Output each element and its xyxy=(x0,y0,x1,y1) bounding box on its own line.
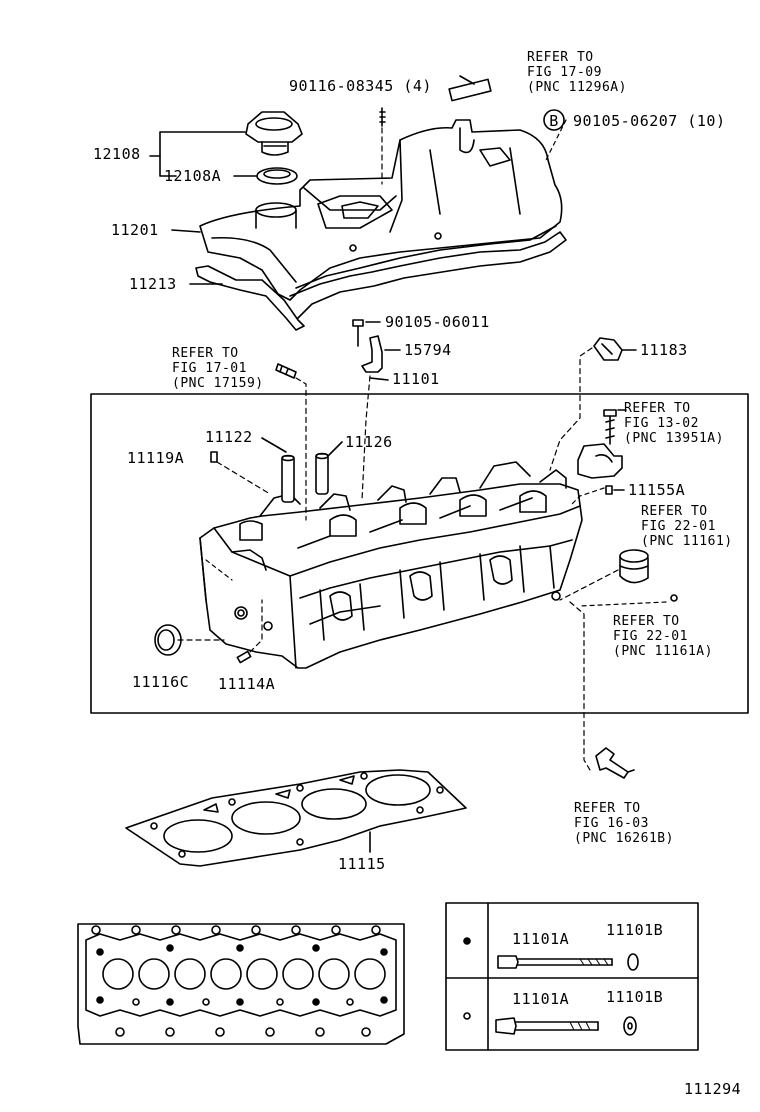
part-11116C[interactable]: 11116C xyxy=(132,673,190,691)
cylinder-head-frame xyxy=(90,393,749,714)
valve-cover-stud xyxy=(379,107,386,127)
temperature-sensor xyxy=(595,747,635,779)
part-11101[interactable]: 11101 xyxy=(392,370,440,388)
cylinder-head xyxy=(199,461,583,669)
expansion-plug xyxy=(154,624,182,656)
cylinder-head-gasket xyxy=(125,769,467,867)
cover-label-plate xyxy=(448,78,492,102)
part-12108[interactable]: 12108 xyxy=(93,145,141,163)
bearing-cap-bolt xyxy=(603,409,617,445)
legend-washer-2[interactable]: 11101B xyxy=(606,988,664,1006)
bolt-legend-table xyxy=(445,902,699,1051)
part-11183[interactable]: 11183 xyxy=(640,341,688,359)
figure-id: 111294 xyxy=(684,1080,742,1098)
part-11213[interactable]: 11213 xyxy=(129,275,177,293)
legend-bolt-1[interactable]: 11101A xyxy=(512,930,570,948)
part-90105-06011[interactable]: 90105-06011 xyxy=(385,313,490,331)
camshaft-bearing-cap xyxy=(577,443,623,479)
ring-pin-11122 xyxy=(281,454,295,503)
small-plug xyxy=(670,594,678,602)
camshaft-pin xyxy=(605,485,613,495)
part-90116-08345[interactable]: 90116-08345 (4) xyxy=(289,77,432,95)
knock-pin xyxy=(210,451,218,463)
part-11122[interactable]: 11122 xyxy=(205,428,253,446)
filler-cap-gasket xyxy=(256,167,298,185)
manifold-stud xyxy=(275,363,297,379)
part-11126[interactable]: 11126 xyxy=(345,433,393,451)
part-15794[interactable]: 15794 xyxy=(404,341,452,359)
cylinder-head-top-view xyxy=(77,923,405,1045)
oil-filler-cap xyxy=(245,111,303,156)
valve-cover xyxy=(199,119,563,301)
part-90105-06207[interactable]: 90105-06207 (10) xyxy=(573,112,726,130)
part-11201[interactable]: 11201 xyxy=(111,221,159,239)
part-11115[interactable]: 11115 xyxy=(338,855,386,873)
part-11114A[interactable]: 11114A xyxy=(218,675,276,693)
b-marker-circle xyxy=(543,109,565,131)
b-marker: B xyxy=(549,112,559,130)
part-12108A[interactable]: 12108A xyxy=(164,167,222,185)
ring-pin-11126 xyxy=(315,452,329,495)
bracket-bolt xyxy=(352,319,364,347)
part-11119A[interactable]: 11119A xyxy=(127,449,185,467)
legend-washer-1[interactable]: 11101B xyxy=(606,921,664,939)
legend-bolt-2[interactable]: 11101A xyxy=(512,990,570,1008)
cylinder-head-plug xyxy=(619,549,649,584)
wire-bracket xyxy=(361,335,383,373)
part-11155A[interactable]: 11155A xyxy=(628,481,686,499)
straight-pin xyxy=(236,650,252,664)
camshaft-cap-plug xyxy=(593,337,623,361)
